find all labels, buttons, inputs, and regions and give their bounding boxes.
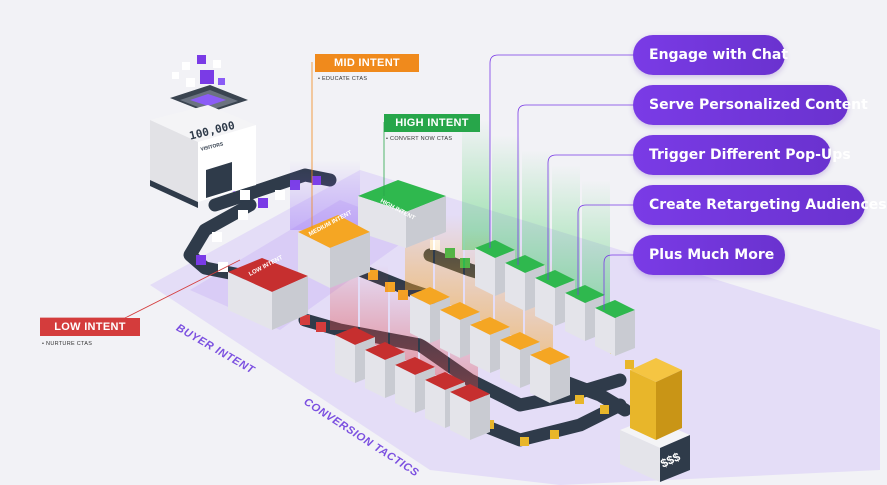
tactic-pill-more: Plus Much More — [633, 235, 785, 275]
low-intent-tag: LOW INTENT — [40, 318, 140, 336]
tactic-pill-popups-label: Trigger Different Pop-Ups — [649, 147, 851, 163]
high-intent-sub: • CONVERT NOW CTAS — [386, 136, 453, 142]
tactic-leader-lines — [489, 54, 633, 310]
mid-intent-tag-label: MID INTENT — [334, 57, 400, 69]
mid-intent-tag: MID INTENT — [315, 54, 419, 72]
visitor-source-building — [150, 85, 256, 208]
low-intent-sub: • NURTURE CTAS — [42, 341, 93, 347]
low-intent-tag-label: LOW INTENT — [54, 321, 126, 333]
tactic-pill-retargeting-label: Create Retargeting Audiences — [649, 197, 887, 213]
tactic-boxes-red — [335, 327, 490, 440]
tactic-pill-personalized-label: Serve Personalized Content — [649, 97, 868, 113]
tactic-pill-chat-label: Engage with Chat — [649, 47, 789, 63]
machine-high-intent: HIGH INTENT — [358, 180, 446, 248]
high-intent-tag-label: HIGH INTENT — [395, 117, 469, 129]
machine-low-intent: LOW INTENT — [228, 255, 308, 330]
tactic-pill-personalized-content: Serve Personalized Content — [633, 85, 868, 125]
revenue-output: $$$ — [620, 358, 690, 482]
mid-intent-sub: • EDUCATE CTAS — [318, 76, 368, 82]
tactic-pill-chat: Engage with Chat — [633, 35, 789, 75]
tactic-pill-retargeting: Create Retargeting Audiences — [633, 185, 887, 225]
tactic-boxes-orange — [410, 287, 570, 403]
tactic-pill-more-label: Plus Much More — [649, 247, 775, 263]
tactic-boxes-green — [475, 240, 635, 356]
tactic-pill-popups: Trigger Different Pop-Ups — [633, 135, 851, 175]
high-intent-tag: HIGH INTENT — [384, 114, 480, 132]
